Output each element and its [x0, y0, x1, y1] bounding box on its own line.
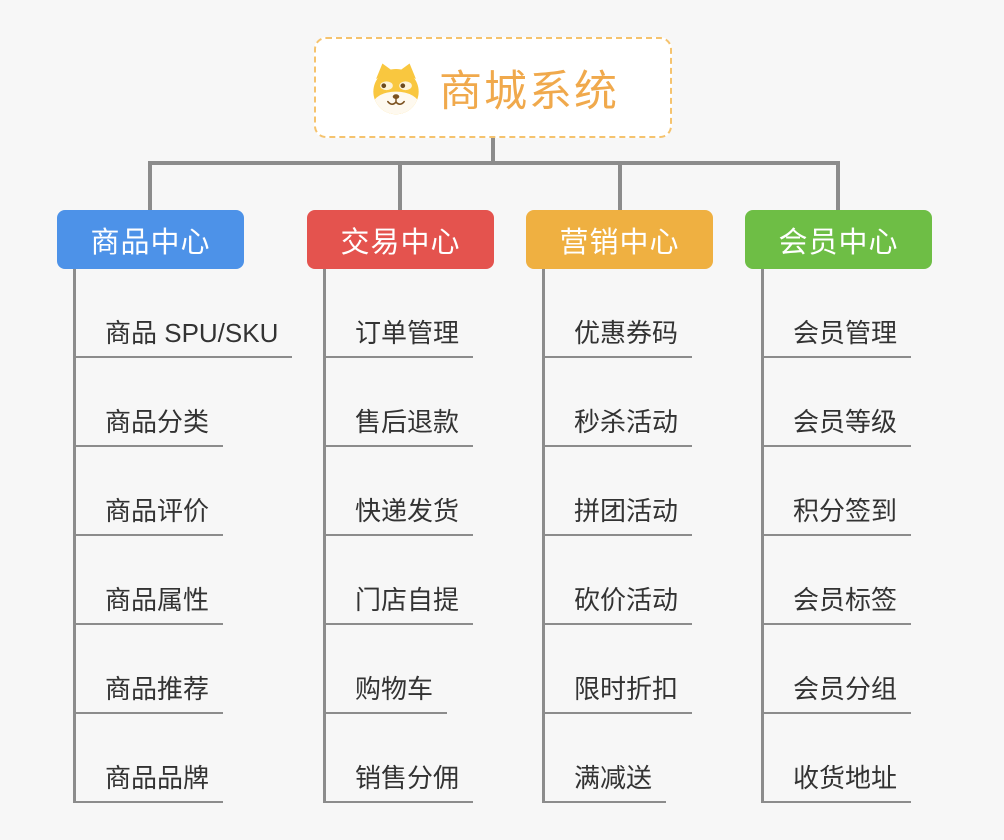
- item-label: 收货地址: [761, 758, 912, 803]
- list-item[interactable]: 订单管理: [323, 269, 474, 358]
- item-label: 快递发货: [323, 491, 474, 536]
- list-item[interactable]: 积分签到: [761, 447, 912, 536]
- list-item[interactable]: 商品品牌: [73, 714, 292, 803]
- item-label: 购物车: [323, 669, 448, 714]
- connector-root-trunk: [491, 137, 495, 163]
- branch-header-product[interactable]: 商品中心: [57, 210, 244, 269]
- item-label: 砍价活动: [542, 580, 693, 625]
- list-item[interactable]: 商品 SPU/SKU: [73, 269, 293, 358]
- connector-column-trunk-3: [542, 269, 545, 803]
- item-label: 售后退款: [323, 402, 474, 447]
- list-item[interactable]: 会员管理: [761, 269, 912, 358]
- connector-column-trunk-4: [761, 269, 764, 803]
- item-label: 门店自提: [323, 580, 474, 625]
- shiba-dog-icon: [367, 59, 425, 117]
- list-item[interactable]: 商品推荐: [73, 625, 292, 714]
- item-label: 商品分类: [73, 402, 224, 447]
- item-label: 商品推荐: [73, 669, 224, 714]
- connector-column-trunk-1: [73, 269, 76, 803]
- list-item[interactable]: 售后退款: [323, 358, 474, 447]
- list-item[interactable]: 拼团活动: [542, 447, 693, 536]
- list-item[interactable]: 商品属性: [73, 536, 292, 625]
- item-label: 商品品牌: [73, 758, 224, 803]
- item-label: 订单管理: [323, 313, 474, 358]
- item-label: 拼团活动: [542, 491, 693, 536]
- list-item[interactable]: 砍价活动: [542, 536, 693, 625]
- branch-header-trade[interactable]: 交易中心: [307, 210, 494, 269]
- list-item[interactable]: 收货地址: [761, 714, 912, 803]
- connector-drop-3: [618, 161, 622, 210]
- item-label: 商品 SPU/SKU: [73, 313, 293, 358]
- item-label: 会员等级: [761, 402, 912, 447]
- list-item[interactable]: 商品分类: [73, 358, 292, 447]
- list-item[interactable]: 会员标签: [761, 536, 912, 625]
- connector-column-trunk-2: [323, 269, 326, 803]
- branch-label: 商品中心: [90, 226, 211, 259]
- list-item[interactable]: 销售分佣: [323, 714, 474, 803]
- list-item[interactable]: 商品评价: [73, 447, 292, 536]
- item-label: 积分签到: [761, 491, 912, 536]
- item-label: 会员分组: [761, 669, 912, 714]
- list-item[interactable]: 会员分组: [761, 625, 912, 714]
- list-item[interactable]: 满减送: [542, 714, 692, 803]
- branch-header-member[interactable]: 会员中心: [745, 210, 932, 269]
- item-label: 商品评价: [73, 491, 224, 536]
- connector-bus: [148, 161, 840, 165]
- branch-items-product: 商品 SPU/SKU 商品分类 商品评价 商品属性 商品推荐 商品品牌: [73, 269, 293, 803]
- list-item[interactable]: 快递发货: [323, 447, 474, 536]
- list-item[interactable]: 优惠券码: [542, 269, 693, 358]
- root-node-mall-system[interactable]: 商城系统: [314, 37, 672, 138]
- branch-label: 交易中心: [340, 226, 461, 259]
- item-label: 限时折扣: [542, 669, 693, 714]
- branch-items-marketing: 优惠券码 秒杀活动 拼团活动 砍价活动 限时折扣 满减送: [542, 269, 693, 803]
- connector-drop-2: [398, 161, 402, 210]
- branch-label: 会员中心: [778, 226, 899, 259]
- list-item[interactable]: 秒杀活动: [542, 358, 693, 447]
- list-item[interactable]: 会员等级: [761, 358, 912, 447]
- root-title: 商城系统: [439, 67, 619, 116]
- list-item[interactable]: 限时折扣: [542, 625, 693, 714]
- list-item[interactable]: 购物车: [323, 625, 473, 714]
- connector-drop-4: [836, 161, 840, 210]
- item-label: 优惠券码: [542, 313, 693, 358]
- list-item[interactable]: 门店自提: [323, 536, 474, 625]
- item-label: 销售分佣: [323, 758, 474, 803]
- connector-drop-1: [148, 161, 152, 210]
- item-label: 满减送: [542, 758, 667, 803]
- item-label: 会员标签: [761, 580, 912, 625]
- branch-label: 营销中心: [559, 226, 680, 259]
- item-label: 商品属性: [73, 580, 224, 625]
- item-label: 会员管理: [761, 313, 912, 358]
- branch-items-trade: 订单管理 售后退款 快递发货 门店自提 购物车 销售分佣: [323, 269, 474, 803]
- item-label: 秒杀活动: [542, 402, 693, 447]
- branch-header-marketing[interactable]: 营销中心: [526, 210, 713, 269]
- branch-items-member: 会员管理 会员等级 积分签到 会员标签 会员分组 收货地址: [761, 269, 912, 803]
